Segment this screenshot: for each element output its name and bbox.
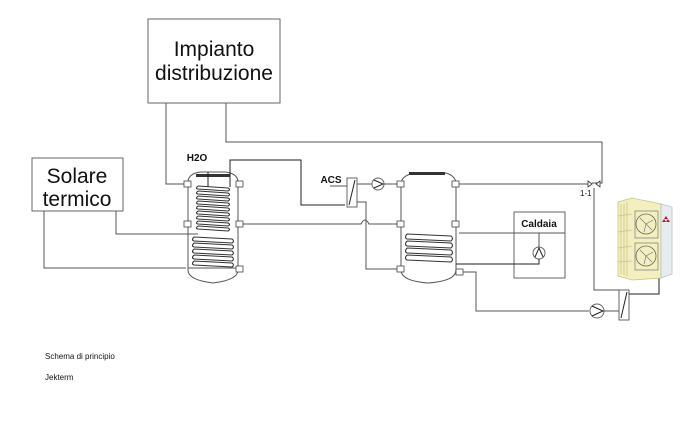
dhw-label: ACS: [320, 175, 341, 186]
dhw-exchanger-group: ACS: [320, 175, 399, 216]
fan-top-icon: [635, 213, 657, 235]
heatpump-outdoor-unit: [617, 197, 673, 281]
tank2-top-bar: [409, 172, 445, 175]
tank2-port-top-left: [396, 180, 405, 188]
coil-winding: [191, 236, 235, 268]
solar-label-line2: termico: [43, 188, 112, 211]
storage-tank-1: H2O: [183, 153, 244, 284]
hp-exchanger-diagonal: [620, 291, 628, 319]
solar-label-line1: Solare: [47, 165, 108, 188]
fan-bottom-blades: [639, 249, 654, 265]
solar-box: [31, 157, 124, 212]
tank1-upper-coil: [195, 185, 231, 232]
tank1-label: H2O: [187, 153, 208, 164]
tank1-top-bar: [196, 174, 230, 177]
hp-pump-arrow: [591, 305, 605, 317]
coil-winding: [195, 185, 231, 232]
tank2-shell: [400, 172, 457, 284]
pipe-distribution-return: [225, 103, 603, 184]
tank1-port-top-left: [183, 180, 192, 188]
tank2-port-mid-left: [396, 220, 405, 228]
valve-icon: [587, 180, 601, 188]
exchanger-diagonal: [348, 179, 356, 206]
pipe-boiler-return: [456, 259, 540, 265]
pipe-tank1-to-tank2: [243, 219, 400, 225]
coil-winding: [404, 233, 454, 263]
caption-title: Schema di principio: [45, 352, 115, 361]
fan-top-blades: [639, 217, 654, 233]
distribution-label-line1: Impianto: [174, 38, 255, 61]
heatpump-grille: [617, 202, 633, 276]
distribution-box: [147, 18, 281, 104]
pipe-exchanger-to-heatpump: [629, 272, 660, 295]
solar-thermal-node: Solare termico: [31, 157, 124, 212]
pipe-distribution-supply: [165, 103, 184, 185]
fan-frame-top: [634, 210, 659, 239]
pipe-solar-supply: [115, 211, 198, 235]
boiler-label: Caldaia: [521, 219, 557, 230]
pipe-coil-to-exchanger: [229, 159, 345, 206]
tank2-port-mid-right: [451, 220, 460, 228]
tank1-port-top-right: [235, 180, 244, 188]
tank1-lower-coil: [191, 236, 235, 268]
pipe-exchanger-to-tank2-bottom: [365, 216, 397, 270]
pipe-exchanger-down: [357, 201, 367, 216]
heatpump-front: [617, 197, 662, 281]
fan-frame-bottom: [634, 242, 659, 271]
tank2-coil: [404, 233, 454, 263]
boiler-node: Caldaia: [513, 211, 566, 279]
pump-arrow: [373, 179, 385, 189]
pipe-tank2-coil-to-boiler: [459, 232, 540, 247]
boiler-pump-arrow: [534, 246, 544, 258]
distribution-system-node: Impianto distribuzione: [147, 18, 281, 104]
pipe-solar-return: [43, 211, 186, 269]
tank1-port-bottom-right: [235, 265, 244, 273]
three-way-valve: 1-1: [580, 180, 601, 198]
heatpump-side: [660, 203, 673, 279]
storage-tank-2: [396, 172, 464, 284]
tank2-port-bottom-right: [455, 268, 464, 276]
valve-label: 1-1: [580, 189, 592, 198]
caption-author: Jekterm: [45, 373, 74, 382]
tank1-port-mid-left: [183, 220, 192, 228]
pipe-valve-to-exchanger: [593, 188, 619, 291]
tank1-port-mid-right: [235, 220, 244, 228]
brand-logo-icon: [662, 216, 670, 222]
fan-bottom-icon: [635, 245, 657, 267]
tank2-port-top-right: [451, 180, 460, 188]
distribution-label-line2: distribuzione: [155, 62, 273, 85]
tank2-port-bottom-left: [396, 265, 405, 273]
pipe-tank2-to-hp-pump: [463, 271, 589, 312]
